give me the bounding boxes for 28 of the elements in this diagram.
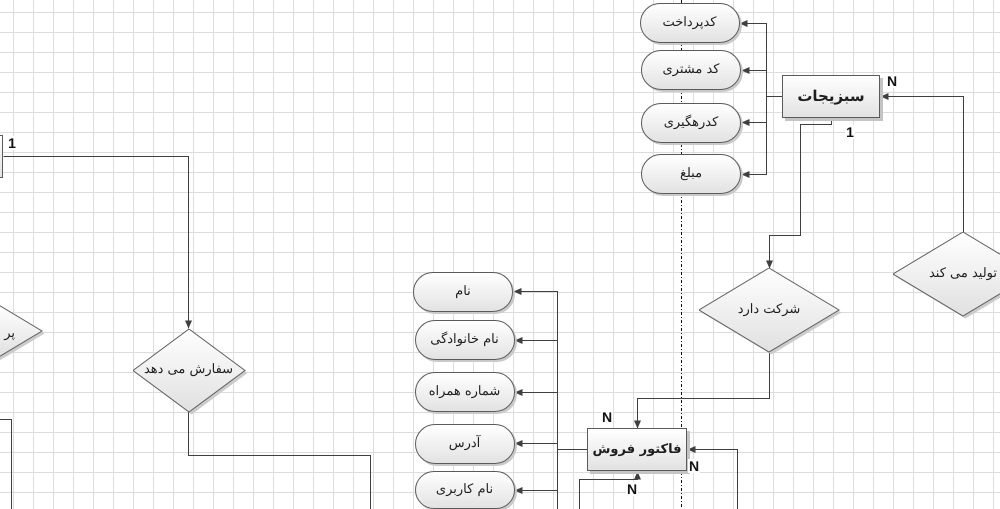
cardinality-label: N xyxy=(688,459,700,473)
attribute-pill: شماره همراه xyxy=(414,372,514,412)
attribute-pill: کدپرداخت xyxy=(640,3,740,43)
cardinality-label: N xyxy=(886,74,898,88)
attribute-pill: کد مشتری xyxy=(641,50,741,90)
connector-arrow xyxy=(880,93,964,233)
attribute-pill: نام xyxy=(413,272,513,312)
attribute-pill: آدرس xyxy=(414,424,514,464)
cardinality-label: 1 xyxy=(845,125,855,139)
cardinality-label: N xyxy=(626,482,638,496)
connector-arrow xyxy=(741,96,783,178)
relationship-diamond: شرکت دارد xyxy=(699,268,842,355)
connector-arrow xyxy=(579,471,641,509)
relationship-diamond: سفارش می دهد xyxy=(132,328,248,414)
cardinality-label: N xyxy=(600,410,614,424)
cardinality-label: 1 xyxy=(7,136,17,150)
attribute-pill: نام خانوادگی xyxy=(414,320,514,360)
connector-line xyxy=(188,411,371,509)
relationship-diamond: تولید می کند xyxy=(893,232,1000,319)
connector-arrow xyxy=(514,449,588,494)
attribute-pill: مبلغ xyxy=(641,154,741,194)
entity-box: فاکتور فروش xyxy=(587,428,687,471)
connector-arrow xyxy=(3,156,192,329)
connector-arrow xyxy=(687,446,738,509)
entity-box xyxy=(0,135,3,178)
attribute-pill: کدرهگیری xyxy=(641,102,741,142)
connector-arrow xyxy=(634,352,770,429)
attribute-pill: نام کاربری xyxy=(414,471,514,509)
